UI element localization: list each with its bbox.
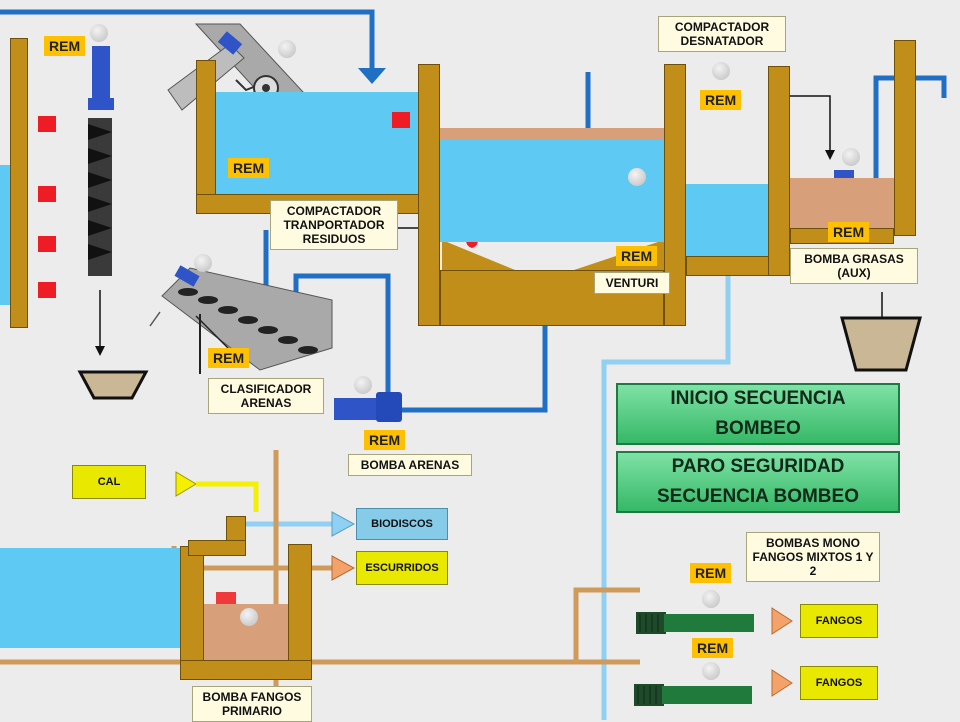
status-lamp-mono-1 [702,590,720,608]
grease-tank-wall-right [894,40,916,236]
left-channel-wall [10,38,28,328]
inicio-secuencia-bombeo-button[interactable]: INICIO SECUENCIA BOMBEO [616,383,900,445]
degritter-water [440,138,666,242]
inicio-button-line1: INICIO SECUENCIA [670,388,846,409]
degritter-wall-left [418,64,440,326]
status-lamp-venturi [628,168,646,186]
tag-biodiscos: BIODISCOS [356,508,448,540]
rem-badge-venturi[interactable]: REM [616,246,658,266]
sand-pipe-2 [293,273,391,400]
cal-arrow [175,471,197,497]
status-lamp-screw [90,24,108,42]
status-lamp-screen [278,40,296,58]
paro-button-line1: PARO SEGURIDAD [671,456,845,477]
label-clasificador-arenas: CLASIFICADOR ARENAS [208,378,324,414]
outlet-floor [686,256,770,276]
rem-badge-desnatador[interactable]: REM [700,90,742,110]
rem-badge-screen[interactable]: REM [228,158,270,178]
status-lamp-clasificador [194,254,212,272]
status-lamp-fangos-primario [240,608,258,626]
primary-tank-wall [180,546,204,662]
tag-cal: CAL [72,465,146,499]
fangos-arrow-1 [771,607,793,635]
escurridos-arrow [331,555,356,581]
sump-floor [180,660,312,680]
label-bomba-fangos-primario: BOMBA FANGOS PRIMARIO [192,686,312,722]
screen-channel-wall-left [196,60,216,214]
primary-tank-water [0,548,180,648]
status-lamp-arenas [354,376,372,394]
outlet-water [686,184,768,258]
screen-channel-water [216,92,420,194]
alarm-indicator-1 [38,116,56,132]
rem-badge-arenas[interactable]: REM [364,430,406,450]
paro-button-line2: SECUENCIA BOMBEO [657,486,859,507]
degritter-floor [440,270,664,326]
sump-wall-right [288,544,312,662]
grease-tank-wall-left [768,66,790,276]
alarm-indicator-4 [38,282,56,298]
alarm-indicator-3 [38,236,56,252]
biodiscos-arrow [331,511,356,537]
alarm-indicator-5 [392,112,410,128]
status-lamp-desnatador [712,62,730,80]
label-bomba-grasas: BOMBA GRASAS (AUX) [790,248,918,284]
bin-right [840,316,922,372]
status-lamp-mono-2 [702,662,720,680]
inicio-button-line2: BOMBEO [715,418,801,439]
rem-badge-mono-1[interactable]: REM [690,563,732,583]
label-venturi: VENTURI [594,272,670,294]
fangos-arrow-2 [771,669,793,697]
label-compactador-transportador: COMPACTADOR TRANPORTADOR RESIDUOS [270,200,398,250]
label-bomba-arenas: BOMBA ARENAS [348,454,472,476]
rem-badge-clasificador[interactable]: REM [208,348,250,368]
rem-badge-screw[interactable]: REM [44,36,86,56]
rem-badge-mono-2[interactable]: REM [692,638,734,658]
cal-pipe [196,481,259,512]
tag-fangos-2: FANGOS [800,666,878,700]
rem-badge-grasas[interactable]: REM [828,222,870,242]
bin-left [77,370,149,400]
tag-fangos-1: FANGOS [800,604,878,638]
grease-tank-fill [790,178,894,228]
paro-seguridad-button[interactable]: PARO SEGURIDAD SECUENCIA BOMBEO [616,451,900,513]
feed-pipe [0,9,375,72]
tag-escurridos: ESCURRIDOS [356,551,448,585]
lime-box-base [188,540,246,556]
grease-layer [440,128,666,140]
label-bombas-mono: BOMBAS MONO FANGOS MIXTOS 1 Y 2 [746,532,880,582]
feed-arrow [358,68,386,84]
alarm-indicator-2 [38,186,56,202]
degritter-wall-right [664,64,686,326]
status-lamp-grasas [842,148,860,166]
overflow-pipe [601,256,731,720]
label-compactador-desnatador: COMPACTADOR DESNATADOR [658,16,786,52]
